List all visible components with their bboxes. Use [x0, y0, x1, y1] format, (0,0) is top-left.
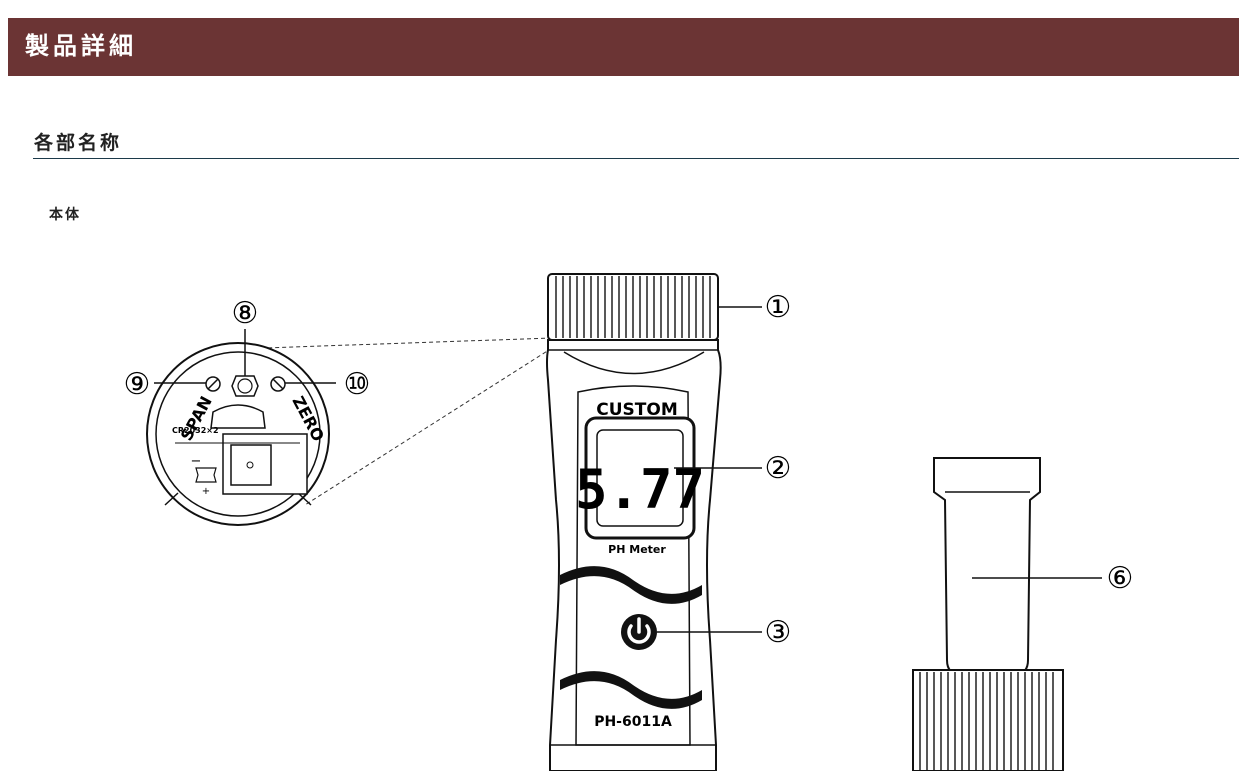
- meter-body: [546, 273, 722, 771]
- section-divider: [33, 158, 1239, 159]
- callout-2: ②: [765, 451, 792, 486]
- zero-trimmer: [270, 376, 286, 392]
- callout-6: ⑥: [1107, 561, 1134, 596]
- meter-type-label: PH Meter: [608, 543, 666, 556]
- guide-line-bottom: [304, 347, 553, 506]
- callout-9: ⑨: [124, 367, 151, 402]
- callout-3: ③: [765, 615, 792, 650]
- span-trimmer: [205, 376, 221, 392]
- page-title: 製品詳細: [25, 32, 137, 60]
- guide-line-top: [263, 337, 553, 349]
- callout-10: ⑩: [344, 367, 371, 402]
- battery-plus-label: +: [202, 486, 210, 497]
- model-number: PH-6011A: [594, 714, 672, 730]
- power-icon: [621, 614, 657, 650]
- hex-screw: [231, 375, 259, 397]
- meter-brand: CUSTOM: [596, 400, 678, 420]
- battery-compartment-inset: [146, 342, 330, 526]
- second-cap-ridges: [912, 669, 1064, 771]
- page-header-banner: 製品詳細: [8, 18, 1239, 76]
- section-title: 各部名称: [34, 132, 123, 154]
- cap-ridges: [555, 276, 711, 338]
- electrode-cap: [933, 457, 1041, 676]
- callout-1: ①: [765, 290, 792, 325]
- battery-minus-label: −: [191, 454, 202, 469]
- battery-type-label: CR2032×2: [172, 426, 219, 435]
- callout-8: ⑧: [232, 296, 259, 331]
- subsection-title: 本体: [49, 207, 81, 223]
